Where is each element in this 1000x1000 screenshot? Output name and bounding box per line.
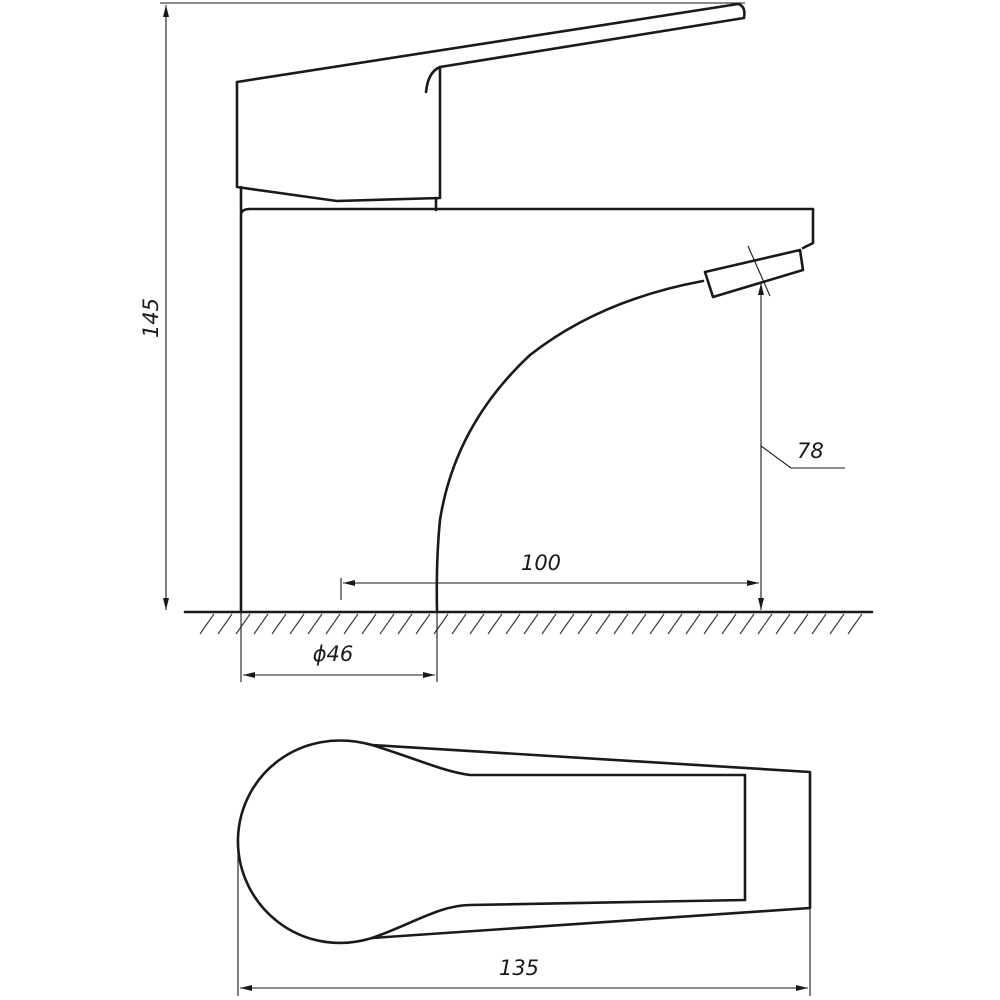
hatch-stroke: [235, 613, 251, 635]
hatch-stroke: [433, 613, 449, 635]
dim-label-height: 145: [139, 298, 163, 338]
hatch-stroke: [559, 613, 575, 635]
dim-label-spout-height: 78: [797, 439, 824, 463]
hatch-stroke: [307, 613, 323, 635]
hatch-stroke: [253, 613, 269, 635]
hatch-stroke: [667, 613, 683, 635]
hatch-stroke: [217, 613, 233, 635]
hatch-stroke: [361, 613, 377, 635]
lever-handle: [235, 2, 746, 94]
lever-top-outline: [236, 739, 812, 945]
hatch-stroke: [847, 613, 863, 635]
dimension-length: 135: [237, 842, 811, 996]
lever-top-inner: [370, 743, 747, 940]
hatch-stroke: [775, 613, 791, 635]
hatch-stroke: [703, 613, 719, 635]
hatch-stroke: [685, 613, 701, 635]
hatch-stroke: [487, 613, 503, 635]
dimension-lines: 145 78 100 ϕ46: [139, 2, 845, 682]
faucet-body: [239, 207, 815, 612]
leader-78: [760, 445, 845, 469]
hatch-stroke: [541, 613, 557, 635]
hatch-stroke: [595, 613, 611, 635]
hatch-stroke: [577, 613, 593, 635]
hatch-stroke: [289, 613, 305, 635]
hatch-stroke: [829, 613, 845, 635]
hatch-stroke: [649, 613, 665, 635]
hatch-stroke: [415, 613, 431, 635]
top-view: [236, 739, 812, 945]
hatch-stroke: [523, 613, 539, 635]
dim-label-length: 135: [499, 956, 539, 980]
hatch-stroke: [613, 613, 629, 635]
aerator: [703, 248, 805, 299]
dim-label-base: ϕ46: [313, 642, 354, 666]
hatch-stroke: [793, 613, 809, 635]
spout-center-tick: [747, 245, 771, 297]
hatch-stroke: [451, 613, 467, 635]
hatch-stroke: [739, 613, 755, 635]
hatch-stroke: [505, 613, 521, 635]
hatch-stroke: [469, 613, 485, 635]
dim-label-reach: 100: [521, 551, 561, 575]
hatch-stroke: [199, 613, 215, 635]
ground-hatching: [199, 613, 863, 635]
hatch-stroke: [811, 613, 827, 635]
hatch-stroke: [757, 613, 773, 635]
hatch-stroke: [631, 613, 647, 635]
hatch-stroke: [325, 613, 341, 635]
hatch-stroke: [379, 613, 395, 635]
lever-cap: [235, 65, 442, 203]
hatch-stroke: [271, 613, 287, 635]
hatch-stroke: [721, 613, 737, 635]
hatch-stroke: [397, 613, 413, 635]
side-view: [183, 2, 874, 635]
hatch-stroke: [343, 613, 359, 635]
